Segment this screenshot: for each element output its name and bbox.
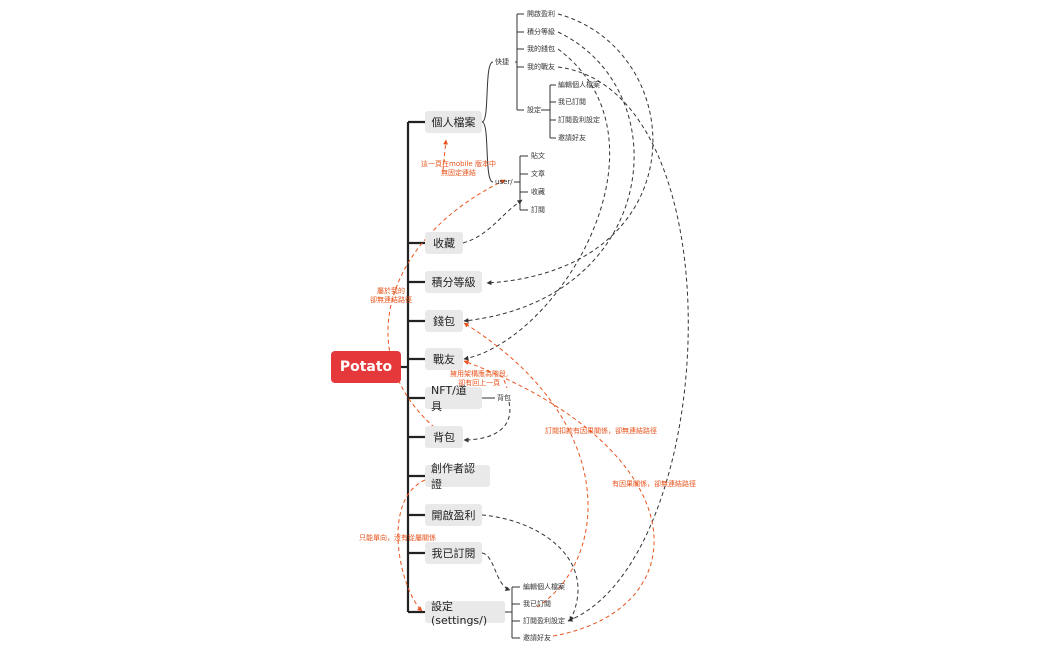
setting-item[interactable]: 我已訂閱	[558, 98, 586, 106]
annotation-causal: 有因果關係，卻無連結路徑	[612, 480, 696, 488]
node-monetize[interactable]: 開啟盈利	[425, 504, 482, 526]
quick-item[interactable]: 我的錢包	[527, 45, 555, 53]
node-creator[interactable]: 創作者認證	[425, 462, 490, 491]
settings-item[interactable]: 編輯個人檔案	[523, 583, 565, 591]
quick-item[interactable]: 積分等級	[527, 28, 555, 36]
branch-quick[interactable]: 快捷	[495, 58, 509, 66]
settings-item[interactable]: 我已訂閱	[523, 600, 551, 608]
quick-item[interactable]: 我的戰友	[527, 63, 555, 71]
annotation-mobile-line2: 無固定連結	[440, 169, 476, 177]
user-item[interactable]: 文章	[531, 170, 545, 178]
annotation-mine-line2: 卻無連結路徑	[370, 296, 412, 304]
setting-item[interactable]: 邀請好友	[558, 134, 586, 142]
quick-item[interactable]: 開啟盈利	[527, 10, 555, 18]
branch-setting[interactable]: 設定	[527, 106, 541, 114]
branch-user[interactable]: user/	[495, 178, 513, 186]
annotation-upper: 擁用架構應為階段, 卻有回上一頁	[450, 370, 508, 388]
annotation-mine: 屬於我的 卻無連結路徑	[370, 287, 412, 305]
node-favorites[interactable]: 收藏	[425, 232, 463, 254]
user-item[interactable]: 收藏	[531, 188, 545, 196]
annotation-upper-line2: 卻有回上一頁	[458, 379, 501, 387]
annotation-mobile-line1: 這一頁在mobile 版本中	[421, 160, 496, 168]
node-wallet[interactable]: 錢包	[425, 310, 463, 332]
root-node[interactable]: Potato	[331, 351, 401, 383]
node-profile[interactable]: 個人檔案	[425, 111, 482, 133]
dashed-links	[462, 13, 689, 622]
node-nft[interactable]: NFT/道具	[425, 384, 482, 413]
node-points[interactable]: 積分等級	[425, 271, 482, 293]
annotation-links	[387, 139, 655, 637]
annotation-oneway: 只能單向，沒有從屬關係	[359, 534, 436, 542]
tree-lines	[401, 120, 425, 614]
annotation-sub-income: 訂閱扣款有因果關係，卻無連結路徑	[545, 427, 657, 435]
settings-item[interactable]: 邀請好友	[523, 634, 551, 642]
user-item[interactable]: 貼文	[531, 152, 545, 160]
node-subscribed[interactable]: 我已訂閱	[425, 542, 482, 564]
setting-item[interactable]: 編輯個人檔案	[558, 81, 600, 89]
user-item[interactable]: 訂閱	[531, 206, 545, 214]
setting-item[interactable]: 訂閱盈利設定	[558, 116, 600, 124]
annotation-mine-line1: 屬於我的	[377, 287, 405, 295]
branch-lines	[481, 13, 556, 639]
node-backpack[interactable]: 背包	[425, 426, 463, 448]
node-settings[interactable]: 設定(settings/)	[425, 600, 505, 627]
node-friends[interactable]: 戰友	[425, 348, 463, 370]
settings-item[interactable]: 訂閱盈利設定	[523, 617, 565, 625]
annotation-mobile: 這一頁在mobile 版本中 無固定連結	[421, 160, 496, 178]
nft-child[interactable]: 背包	[497, 394, 511, 402]
annotation-upper-line1: 擁用架構應為階段,	[450, 370, 509, 378]
